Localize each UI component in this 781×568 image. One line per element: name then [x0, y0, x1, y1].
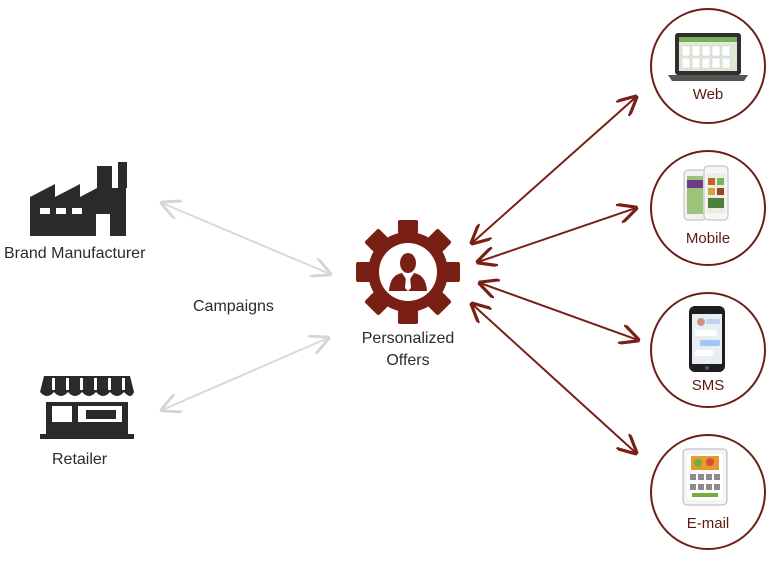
laptop-icon	[668, 33, 748, 81]
center-label-line2: Offers	[386, 352, 430, 369]
arrow-retailer-offers	[162, 338, 328, 410]
person-icon	[389, 253, 427, 291]
campaigns-label: Campaigns	[193, 298, 274, 315]
center-label-line1: Personalized	[361, 330, 455, 347]
arrow-manufacturer-offers	[162, 203, 330, 274]
sms-label: SMS	[691, 377, 725, 394]
phone-sms-icon	[689, 306, 725, 372]
arrow-offers-email	[472, 304, 636, 453]
email-label: E-mail	[686, 515, 730, 532]
factory-icon	[30, 162, 127, 236]
arrow-offers-mobile	[478, 208, 636, 262]
arrow-offers-web	[472, 97, 636, 243]
personalized-offers-label: Personalized Offers	[344, 328, 472, 372]
tablet-email-icon	[682, 448, 728, 506]
mobile-label: Mobile	[685, 230, 731, 247]
gear-icon	[356, 220, 460, 324]
smartphones-icon	[683, 165, 729, 221]
brand-manufacturer-label: Brand Manufacturer	[4, 245, 146, 262]
store-icon	[40, 376, 134, 439]
web-label: Web	[692, 86, 724, 103]
retailer-label: Retailer	[52, 451, 108, 468]
